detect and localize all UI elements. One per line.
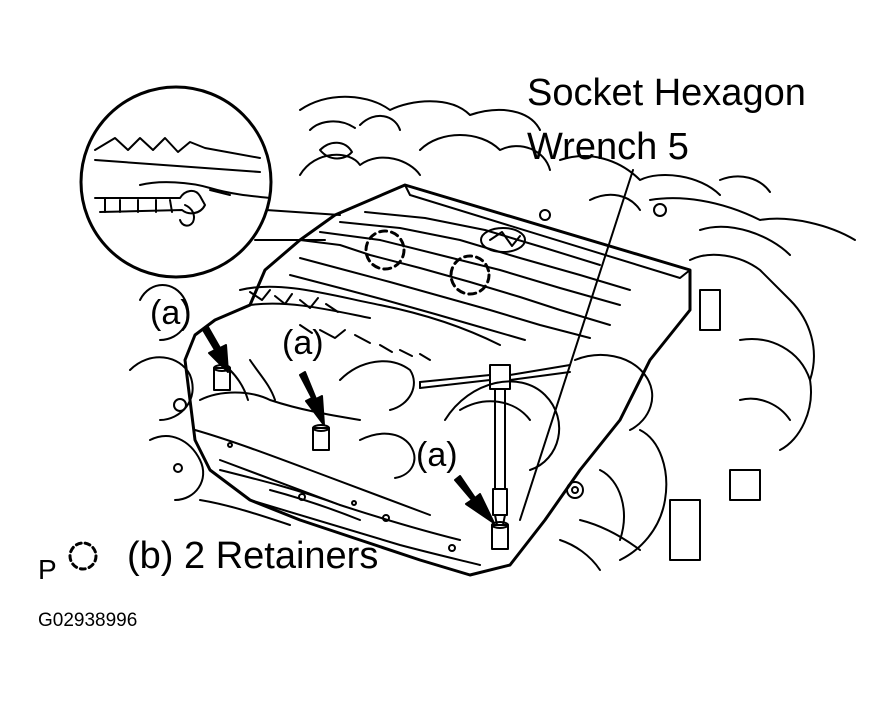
legend-prefix: P [38,554,57,585]
engine-bay-background [299,95,856,256]
legend-retainer-circle [68,541,98,571]
figure-id: G02938996 [38,610,138,631]
inset-leader-lines [254,209,341,241]
tool-label-line1: Socket Hexagon [527,72,806,114]
engine-bay-right [559,253,815,571]
arrow-bolt-2 [299,371,325,426]
tool-label-line2: Wrench 5 [527,126,689,168]
retainer-circle-1 [364,229,406,271]
bolt-label-1: (a) [150,294,192,332]
retainer-detail-inset [79,85,273,279]
retainer-circle-2 [449,254,491,296]
retainer-legend-text: (b) 2 Retainers [127,535,379,577]
arrow-bolt-3 [454,475,495,524]
arrow-bolt-1 [202,326,229,373]
bolt-label-3: (a) [416,436,458,474]
socket-hexagon-wrench [419,364,571,526]
engine-cover [183,183,692,577]
bolt-3 [491,521,509,550]
bolt-2 [312,424,330,451]
wrench-leader-line [519,169,634,521]
bolt-label-2: (a) [282,324,324,362]
